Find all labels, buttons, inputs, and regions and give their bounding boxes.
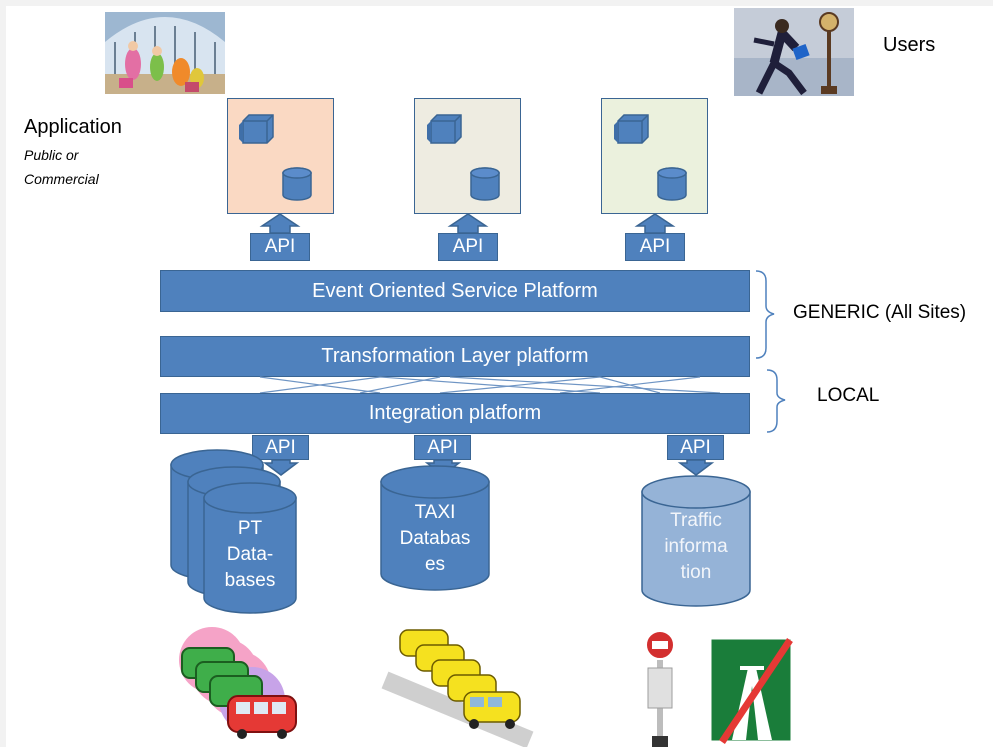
generic-brace (755, 270, 775, 359)
traffic-information-label: Traffic informa tion (642, 508, 750, 586)
application-label: Application (24, 116, 122, 138)
application-sub-public: Public or (24, 147, 79, 163)
api-box-app-2: API (438, 233, 498, 261)
taxi-database-label: TAXI Databas es (381, 500, 489, 578)
api-box-pt: API (252, 435, 309, 460)
pt-db-line-2: Data- (226, 544, 274, 565)
taxi-db-line-3: es (424, 554, 446, 575)
taxi-db-line-2: Databas (399, 528, 471, 549)
application-box-2 (414, 98, 521, 214)
api-box-taxi: API (414, 435, 471, 460)
application-sub-commercial: Commercial (24, 171, 99, 187)
api-box-app-1: API (250, 233, 310, 261)
generic-all-sites-label: GENERIC (All Sites) (793, 302, 967, 323)
traffic-db-line-3: tion (680, 562, 712, 583)
slide-top-border (0, 0, 993, 6)
slide-left-border (0, 0, 6, 747)
integration-platform: Integration platform (160, 393, 750, 434)
traffic-db-line-1: Traffic (670, 510, 722, 531)
event-oriented-service-platform: Event Oriented Service Platform (160, 270, 750, 312)
api-box-app-3: API (625, 233, 685, 261)
traffic-db-line-2: informa (664, 536, 728, 557)
taxi-db-line-1: TAXI (414, 502, 456, 523)
api-box-traffic: API (667, 435, 724, 460)
users-label: Users (883, 34, 936, 56)
application-box-3 (601, 98, 708, 214)
transformation-layer-platform: Transformation Layer platform (160, 336, 750, 377)
pt-database-label: PT Data- bases (204, 516, 296, 594)
local-label: LOCAL (817, 385, 880, 406)
pt-db-line-3: bases (224, 570, 276, 591)
pt-db-line-1: PT (237, 518, 263, 539)
local-brace (766, 369, 786, 433)
